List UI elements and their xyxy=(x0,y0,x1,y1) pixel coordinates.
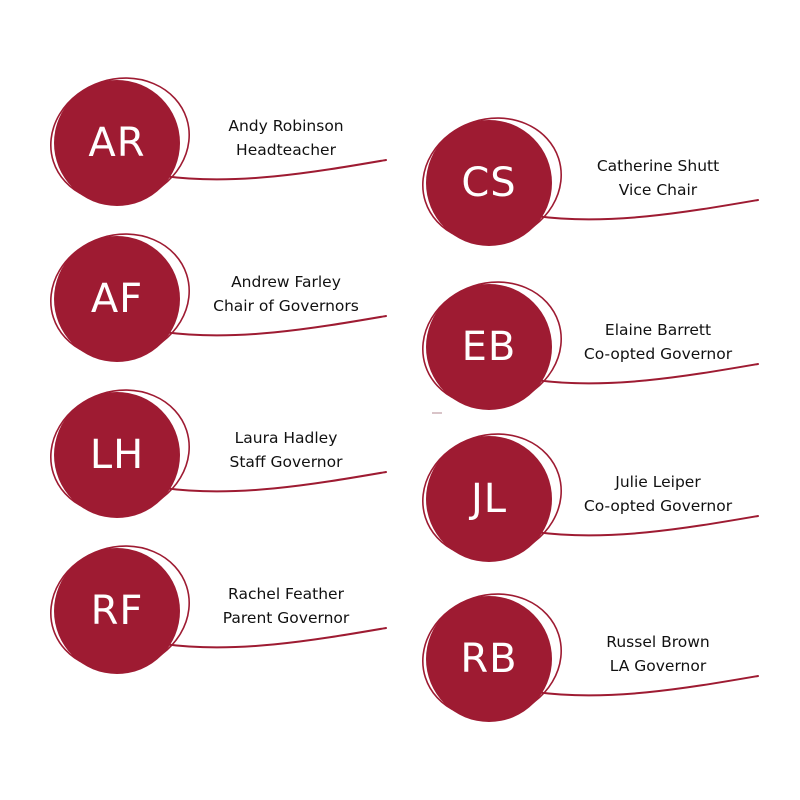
member-label: Laura Hadley Staff Governor xyxy=(196,426,376,474)
avatar: EB xyxy=(426,284,552,410)
member-card: EB Elaine Barrett Co-opted Governor xyxy=(418,278,759,418)
member-initials: LH xyxy=(89,432,145,478)
member-role: Co-opted Governor xyxy=(583,497,733,515)
member-initials: EB xyxy=(461,324,517,370)
member-card: RB Russel Brown LA Governor xyxy=(418,590,759,730)
member-initials: RB xyxy=(460,636,518,682)
member-initials: JL xyxy=(470,476,508,522)
member-label: Catherine Shutt Vice Chair xyxy=(568,154,748,202)
member-role: Headteacher xyxy=(236,141,336,159)
member-initials: AF xyxy=(90,276,144,322)
member-card: CS Catherine Shutt Vice Chair xyxy=(418,114,759,254)
member-name: Julie Leiper xyxy=(615,473,701,491)
member-name: Andrew Farley xyxy=(231,273,341,291)
member-label: Russel Brown LA Governor xyxy=(568,630,748,678)
member-role: Parent Governor xyxy=(222,609,350,627)
member-name: Laura Hadley xyxy=(234,429,338,447)
divider xyxy=(432,412,442,414)
member-role: Vice Chair xyxy=(618,181,698,199)
member-card: LH Laura Hadley Staff Governor xyxy=(46,386,387,526)
avatar: LH xyxy=(54,392,180,518)
member-label: Andy Robinson Headteacher xyxy=(196,114,376,162)
avatar: AF xyxy=(54,236,180,362)
avatar: JL xyxy=(426,436,552,562)
member-initials: RF xyxy=(90,588,144,634)
avatar: CS xyxy=(426,120,552,246)
member-label: Rachel Feather Parent Governor xyxy=(196,582,376,630)
avatar: AR xyxy=(54,80,180,206)
member-initials: AR xyxy=(88,120,146,166)
member-label: Elaine Barrett Co-opted Governor xyxy=(568,318,748,366)
member-label: Andrew Farley Chair of Governors xyxy=(196,270,376,318)
member-role: Chair of Governors xyxy=(213,297,359,315)
member-card: RF Rachel Feather Parent Governor xyxy=(46,542,387,682)
avatar: RB xyxy=(426,596,552,722)
member-card: AR Andy Robinson Headteacher xyxy=(46,74,387,214)
member-card: AF Andrew Farley Chair of Governors xyxy=(46,230,387,370)
avatar: RF xyxy=(54,548,180,674)
member-name: Rachel Feather xyxy=(228,585,344,603)
member-name: Elaine Barrett xyxy=(604,321,712,339)
member-card: JL Julie Leiper Co-opted Governor xyxy=(418,430,759,570)
member-name: Andy Robinson xyxy=(228,117,344,135)
member-label: Julie Leiper Co-opted Governor xyxy=(568,470,748,518)
member-initials: CS xyxy=(461,160,517,206)
member-name: Catherine Shutt xyxy=(596,157,720,175)
member-role: LA Governor xyxy=(609,657,707,675)
member-role: Staff Governor xyxy=(229,453,343,471)
member-role: Co-opted Governor xyxy=(583,345,733,363)
member-name: Russel Brown xyxy=(606,633,710,651)
